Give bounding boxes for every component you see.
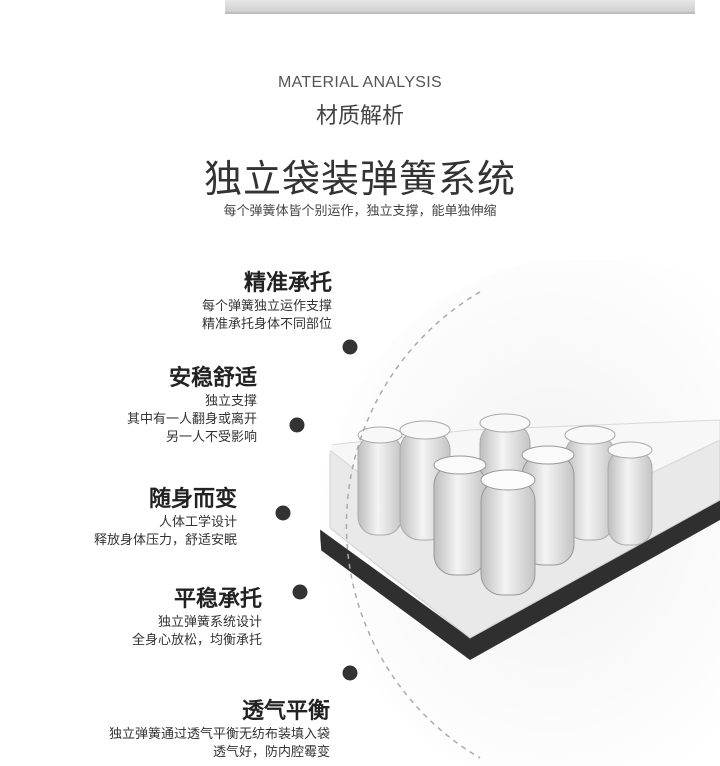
section-heading-en: MATERIAL ANALYSIS <box>278 74 442 91</box>
feature-breathable: 透气平衡 独立弹簧通过透气平衡无纺布装填入袋 透气好，防内腔霉变 <box>109 698 330 762</box>
feature-text: 独立弹簧系统设计 <box>157 615 262 630</box>
feature-text: 全身心放松，均衡承托 <box>131 633 262 648</box>
page-subtitle: 每个弹簧体皆个别运作，独立支撑，能单独伸缩 <box>223 204 497 219</box>
feature-dot-5 <box>342 665 358 681</box>
mattress-cutaway <box>320 260 720 766</box>
feature-text: 透气好，防内腔霉变 <box>212 745 330 760</box>
page-title: 独立袋装弹簧系统 <box>203 157 516 201</box>
feature-text: 其中有一人翻身或离开 <box>126 412 257 427</box>
feature-text: 人体工学设计 <box>158 515 237 530</box>
feature-dot-3 <box>275 505 291 521</box>
feature-title: 平稳承托 <box>173 587 262 612</box>
mattress-base <box>320 500 720 660</box>
feature-stable-comfort: 安稳舒适 独立支撑 其中有一人翻身或离开 另一人不受影响 <box>127 365 257 447</box>
feature-text: 精准承托身体不同部位 <box>201 317 332 332</box>
top-image-strip <box>225 0 695 14</box>
feature-text: 独立弹簧通过透气平衡无纺布装填入袋 <box>108 727 330 742</box>
feature-text: 释放身体压力，舒适安眠 <box>93 533 237 548</box>
pocket-springs <box>357 413 653 596</box>
feature-dot-2 <box>289 417 305 433</box>
feature-text: 独立支撑 <box>204 394 257 409</box>
feature-text: 每个弹簧独立运作支撑 <box>201 299 332 314</box>
feature-title: 精准承托 <box>243 271 332 296</box>
feature-text: 另一人不受影响 <box>165 430 257 445</box>
feature-dot-4 <box>292 584 308 600</box>
feature-adaptive: 随身而变 人体工学设计 释放身体压力，舒适安眠 <box>94 486 237 550</box>
feature-title: 安稳舒适 <box>168 366 257 391</box>
feature-title: 透气平衡 <box>241 699 330 724</box>
feature-balanced-support: 平稳承托 独立弹簧系统设计 全身心放松，均衡承托 <box>132 586 262 650</box>
feature-precise-support: 精准承托 每个弹簧独立运作支撑 精准承托身体不同部位 <box>202 270 332 334</box>
dashed-arc <box>345 291 481 759</box>
feature-title: 随身而变 <box>148 487 237 512</box>
section-heading-cn: 材质解析 <box>315 104 404 129</box>
feature-dot-1 <box>342 339 358 355</box>
